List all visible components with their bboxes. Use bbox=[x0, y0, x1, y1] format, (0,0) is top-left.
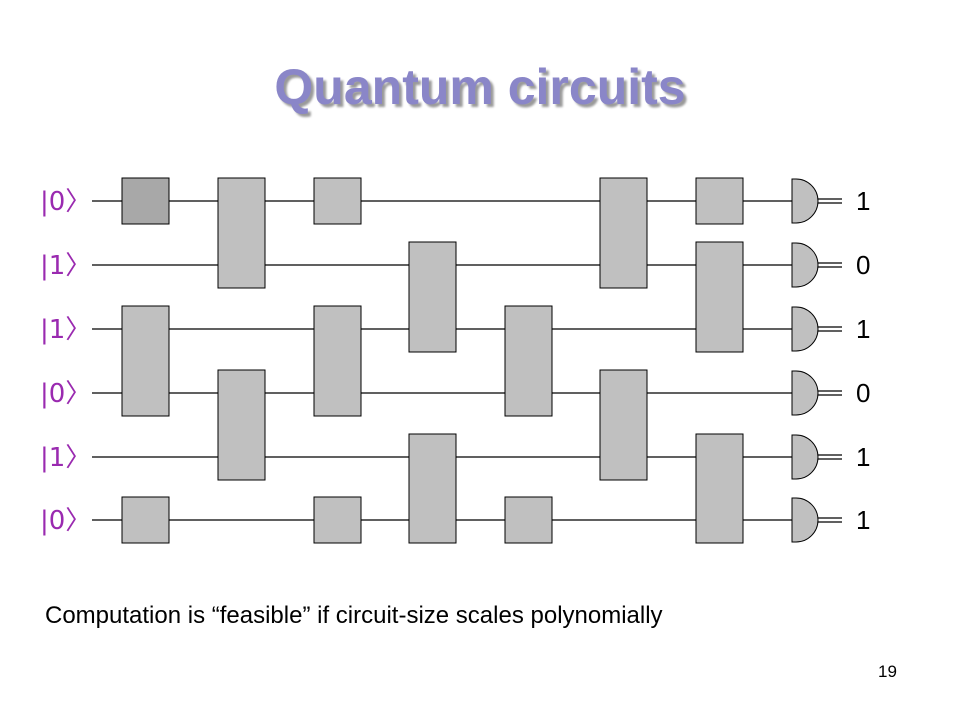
input-state-label: |1〉 bbox=[40, 443, 91, 473]
measurement-icon bbox=[791, 497, 842, 543]
single-qubit-gate bbox=[313, 496, 362, 544]
caption-text: Computation is “feasible” if circuit-siz… bbox=[45, 602, 663, 629]
two-qubit-gate bbox=[217, 369, 266, 481]
single-qubit-gate bbox=[504, 496, 553, 544]
two-qubit-gate bbox=[504, 305, 553, 417]
single-qubit-gate bbox=[121, 177, 170, 225]
output-bit-label: 1 bbox=[856, 505, 870, 535]
two-qubit-gate bbox=[695, 433, 744, 544]
single-qubit-gate bbox=[695, 177, 744, 225]
two-qubit-gate bbox=[695, 241, 744, 353]
two-qubit-gate bbox=[599, 369, 648, 481]
page-number: 19 bbox=[878, 662, 897, 681]
measurement-icon bbox=[791, 178, 842, 224]
two-qubit-gate bbox=[217, 177, 266, 289]
measurement-icon bbox=[791, 242, 842, 288]
measurement-icon bbox=[791, 370, 842, 416]
two-qubit-gate bbox=[408, 433, 457, 544]
output-bit-label: 0 bbox=[856, 250, 870, 280]
single-qubit-gate bbox=[121, 496, 170, 544]
measurement-icon bbox=[791, 306, 842, 352]
output-bit-label: 1 bbox=[856, 442, 870, 472]
input-state-label: |1〉 bbox=[40, 251, 91, 281]
measurement-icon bbox=[791, 434, 842, 480]
input-state-label: |0〉 bbox=[40, 379, 91, 409]
output-bit-label: 1 bbox=[856, 314, 870, 344]
output-bit-label: 1 bbox=[856, 186, 870, 216]
slide-title: Quantum circuits bbox=[274, 59, 686, 115]
two-qubit-gate bbox=[313, 305, 362, 417]
single-qubit-gate bbox=[313, 177, 362, 225]
two-qubit-gate bbox=[599, 177, 648, 289]
two-qubit-gate bbox=[121, 305, 170, 417]
input-state-label: |0〉 bbox=[40, 187, 91, 217]
output-bit-label: 0 bbox=[856, 378, 870, 408]
two-qubit-gate bbox=[408, 241, 457, 353]
input-state-label: |0〉 bbox=[40, 506, 91, 536]
input-state-label: |1〉 bbox=[40, 315, 91, 345]
